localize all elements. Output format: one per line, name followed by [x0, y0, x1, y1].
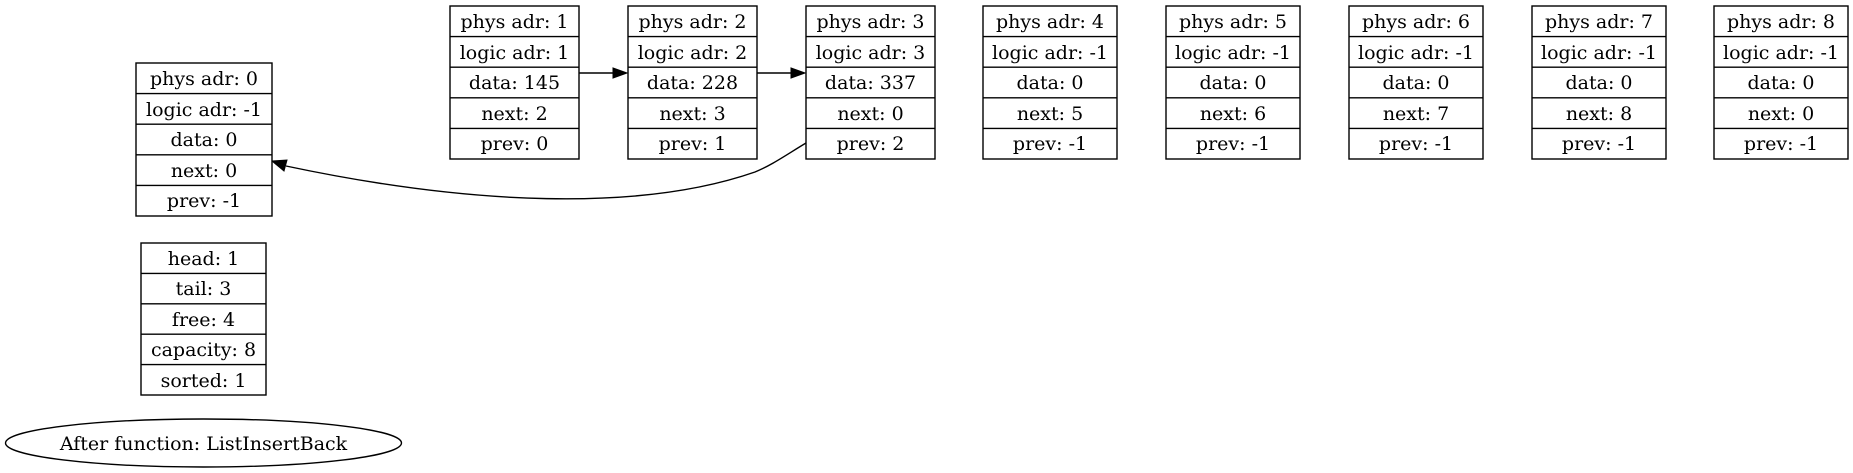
node-3-data: data: 337 [825, 72, 916, 94]
node-3-phys-adr: phys adr: 3 [816, 11, 924, 33]
edges [270, 67, 807, 200]
node-box-4: phys adr: 4 logic adr: -1 data: 0 next: … [982, 5, 1118, 160]
node-0-prev: prev: -1 [167, 190, 241, 212]
node-box-7: phys adr: 7 logic adr: -1 data: 0 next: … [1531, 5, 1667, 160]
node-6-next: next: 7 [1383, 103, 1449, 125]
node-7-next: next: 8 [1566, 103, 1632, 125]
node-box-2: phys adr: 2 logic adr: 2 data: 228 next:… [627, 5, 758, 160]
list-free: free: 4 [172, 309, 235, 331]
node-5-data: data: 0 [1200, 72, 1267, 94]
node-2-next: next: 3 [659, 103, 725, 125]
node-6-prev: prev: -1 [1379, 133, 1453, 155]
node-4-phys-adr: phys adr: 4 [996, 11, 1104, 33]
node-6-logic-adr: logic adr: -1 [1358, 42, 1474, 64]
edge-node1-to-node2-arrowhead [612, 67, 629, 79]
node-7-logic-adr: logic adr: -1 [1541, 42, 1657, 64]
node-0-next: next: 0 [171, 160, 237, 182]
edge-node3-to-node0-arrowhead [270, 159, 288, 172]
node-box-6: phys adr: 6 logic adr: -1 data: 0 next: … [1348, 5, 1484, 160]
node-8-prev: prev: -1 [1744, 133, 1818, 155]
node-1-logic-adr: logic adr: 1 [460, 42, 570, 64]
node-5-prev: prev: -1 [1196, 133, 1270, 155]
node-4-prev: prev: -1 [1013, 133, 1087, 155]
node-box-0: phys adr: 0 logic adr: -1 data: 0 next: … [135, 62, 273, 217]
node-7-phys-adr: phys adr: 7 [1545, 11, 1653, 33]
list-capacity: capacity: 8 [151, 339, 256, 361]
node-0-logic-adr: logic adr: -1 [146, 99, 262, 121]
node-1-next: next: 2 [481, 103, 547, 125]
node-0-data: data: 0 [171, 129, 238, 151]
node-5-logic-adr: logic adr: -1 [1175, 42, 1291, 64]
node-5-next: next: 6 [1200, 103, 1266, 125]
node-1-prev: prev: 0 [481, 133, 549, 155]
node-8-data: data: 0 [1748, 72, 1815, 94]
list-info-box: head: 1 tail: 3 free: 4 capacity: 8 sort… [140, 242, 267, 396]
caption-text: After function: ListInsertBack [59, 433, 348, 455]
edge-node2-to-node3-arrowhead [790, 67, 807, 79]
node-8-logic-adr: logic adr: -1 [1723, 42, 1839, 64]
node-4-next: next: 5 [1017, 103, 1083, 125]
node-5-phys-adr: phys adr: 5 [1179, 11, 1287, 33]
edge-node3-to-node0 [285, 142, 807, 200]
node-box-5: phys adr: 5 logic adr: -1 data: 0 next: … [1165, 5, 1301, 160]
node-1-phys-adr: phys adr: 1 [460, 11, 568, 33]
node-2-data: data: 228 [647, 72, 738, 94]
list-head: head: 1 [168, 248, 240, 270]
caption-node: After function: ListInsertBack [4, 418, 403, 468]
node-3-logic-adr: logic adr: 3 [816, 42, 926, 64]
node-2-prev: prev: 1 [659, 133, 727, 155]
node-2-logic-adr: logic adr: 2 [638, 42, 748, 64]
node-7-data: data: 0 [1566, 72, 1633, 94]
node-2-phys-adr: phys adr: 2 [638, 11, 746, 33]
node-4-logic-adr: logic adr: -1 [992, 42, 1108, 64]
node-box-1: phys adr: 1 logic adr: 1 data: 145 next:… [449, 5, 580, 160]
list-tail: tail: 3 [176, 278, 232, 300]
node-box-8: phys adr: 8 logic adr: -1 data: 0 next: … [1713, 5, 1849, 160]
node-1-data: data: 145 [469, 72, 560, 94]
node-8-phys-adr: phys adr: 8 [1727, 11, 1835, 33]
node-3-prev: prev: 2 [837, 133, 905, 155]
node-0-phys-adr: phys adr: 0 [150, 68, 258, 90]
node-8-next: next: 0 [1748, 103, 1814, 125]
node-3-next: next: 0 [837, 103, 903, 125]
list-sorted: sorted: 1 [161, 370, 247, 392]
node-box-3: phys adr: 3 logic adr: 3 data: 337 next:… [805, 5, 936, 160]
node-7-prev: prev: -1 [1562, 133, 1636, 155]
node-6-phys-adr: phys adr: 6 [1362, 11, 1470, 33]
node-4-data: data: 0 [1017, 72, 1084, 94]
node-6-data: data: 0 [1383, 72, 1450, 94]
